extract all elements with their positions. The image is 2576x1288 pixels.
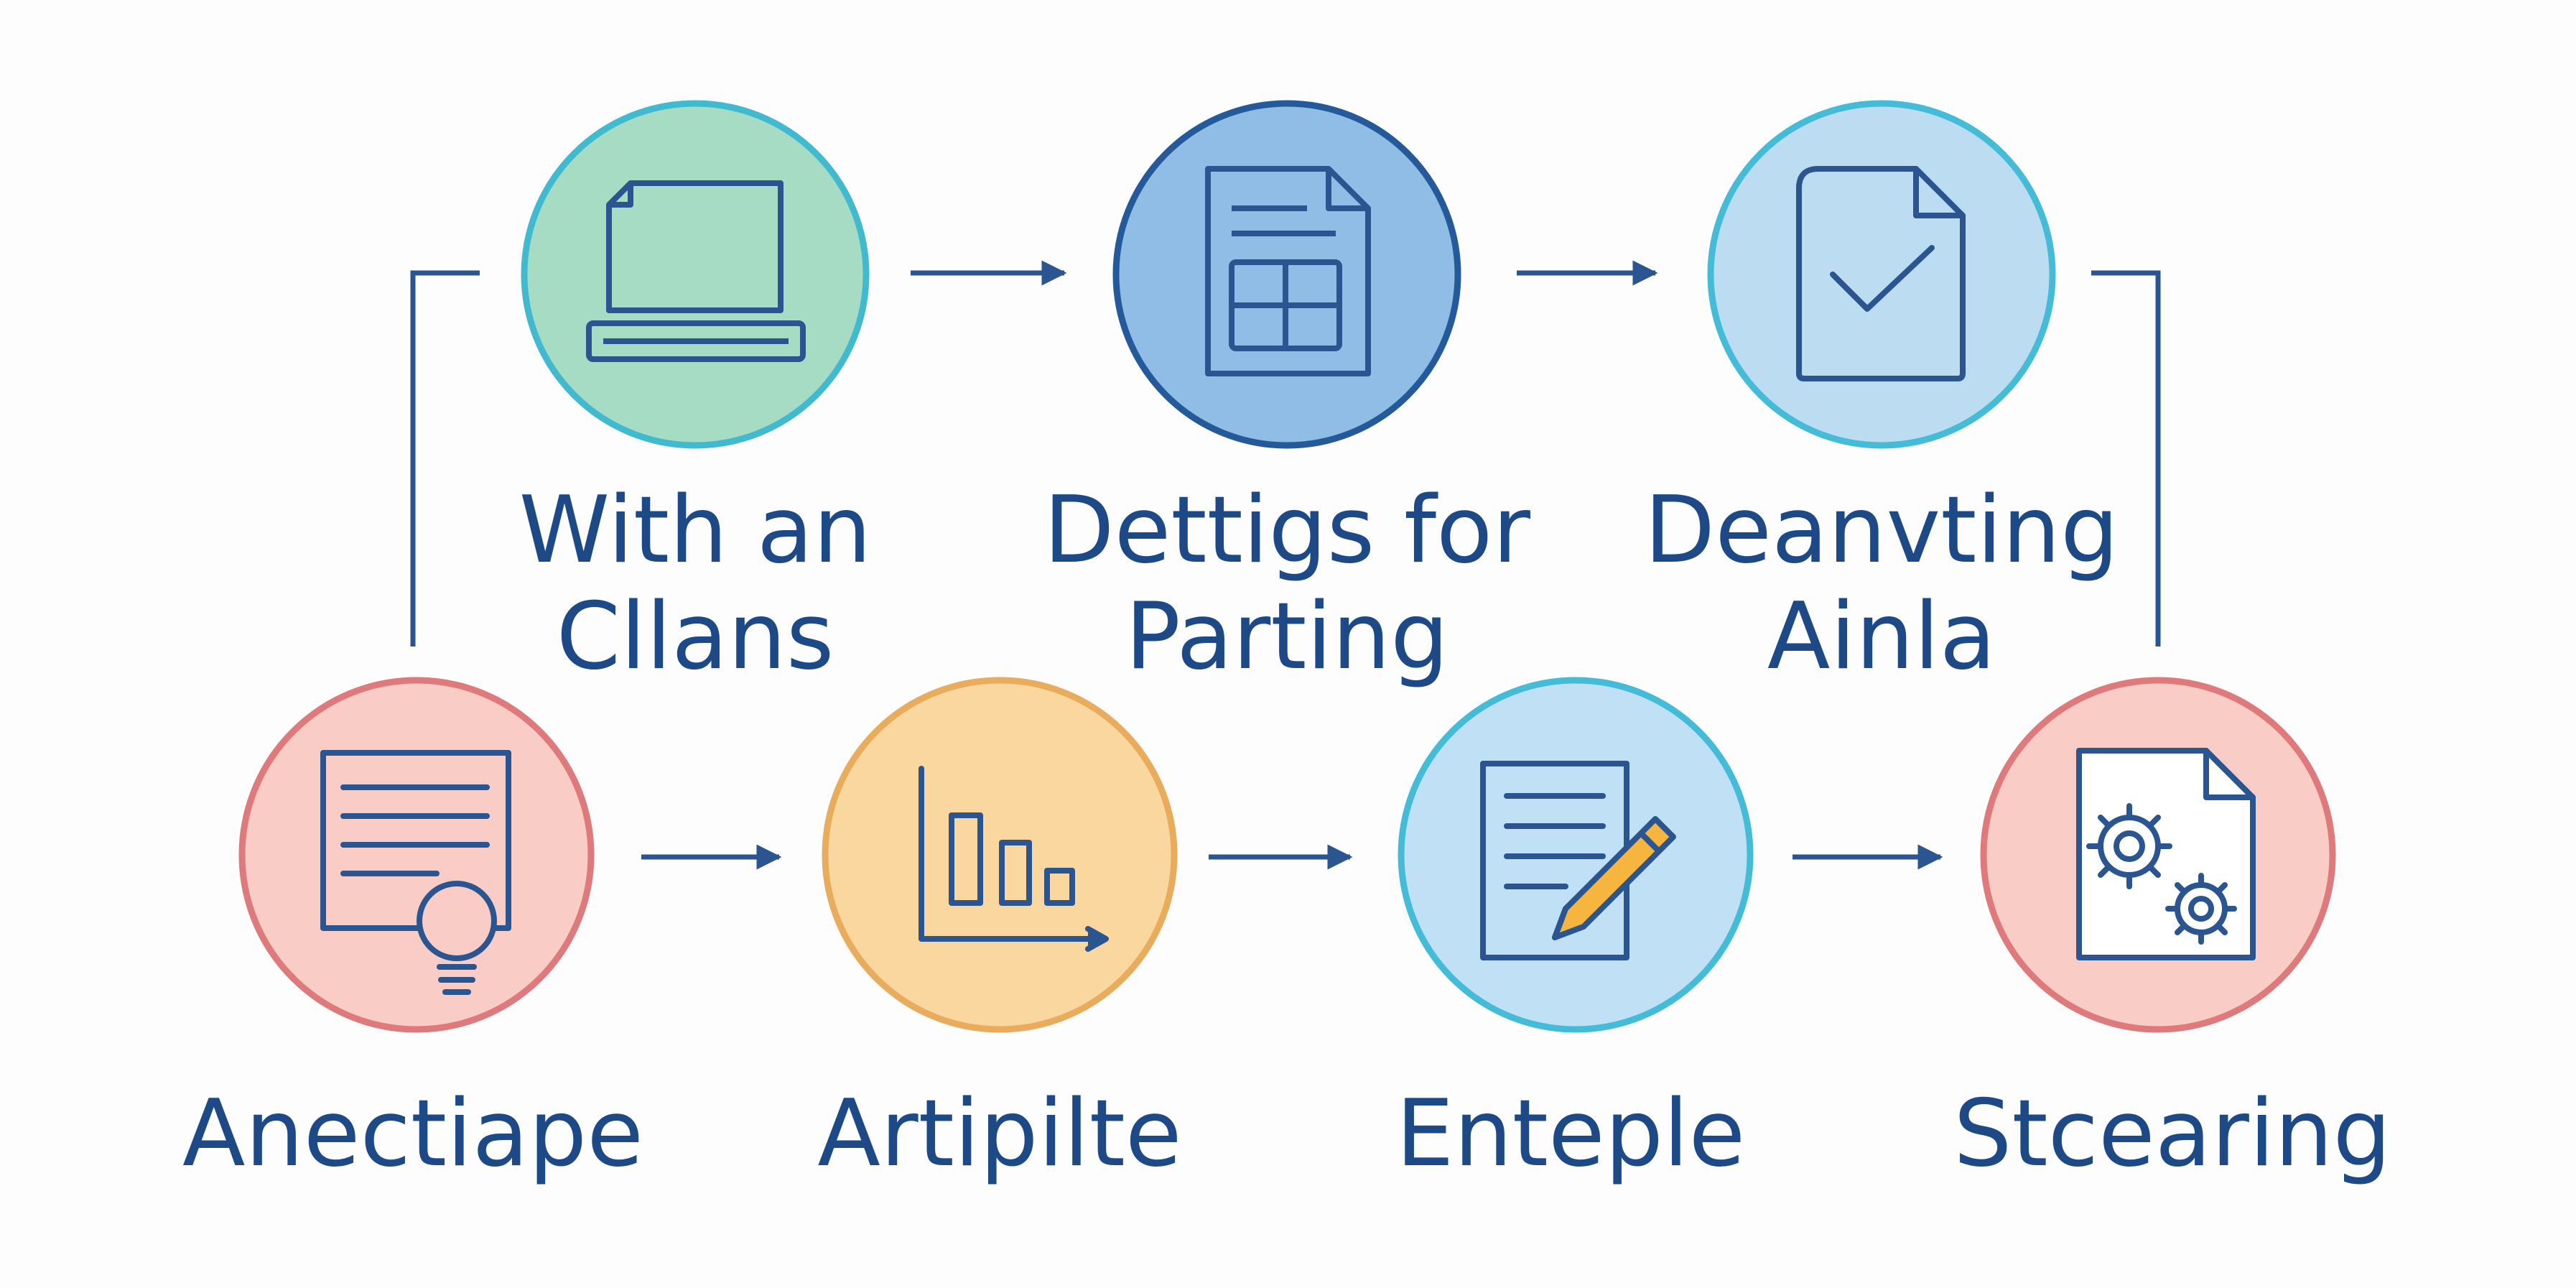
document-gears-icon bbox=[2076, 748, 2256, 960]
step-bottom-2 bbox=[822, 677, 1178, 1033]
step-circle bbox=[521, 100, 870, 449]
step-label-bottom-4: Stcearing bbox=[1953, 1081, 2391, 1187]
step-circle bbox=[238, 677, 595, 1033]
step-bottom-4 bbox=[1980, 677, 2336, 1033]
label-line: Enteple bbox=[1395, 1080, 1746, 1187]
connectors bbox=[410, 260, 2161, 870]
step-top-3 bbox=[1707, 100, 2056, 449]
label-line: Anectiape bbox=[182, 1080, 643, 1187]
step-label-bottom-3: Enteple bbox=[1396, 1081, 1746, 1187]
left-bracket-connector bbox=[410, 270, 480, 647]
label-line: Deanvting bbox=[1644, 477, 2119, 584]
label-line: Stcearing bbox=[1953, 1080, 2391, 1187]
label-line: Cllans bbox=[556, 583, 834, 690]
label-line: Parting bbox=[1125, 583, 1449, 690]
bar-chart-icon bbox=[919, 766, 1109, 952]
label-line: Artipilte bbox=[817, 1080, 1182, 1187]
printer-icon bbox=[586, 180, 806, 362]
step-label-top-2: Dettigs for Parting bbox=[1043, 478, 1530, 690]
step-bottom-3 bbox=[1398, 677, 1754, 1033]
document-pencil-icon bbox=[1480, 761, 1676, 960]
label-line: Dettigs for bbox=[1043, 477, 1530, 584]
checked-document-icon bbox=[1796, 166, 1966, 381]
spreadsheet-document-icon bbox=[1205, 166, 1371, 376]
step-label-top-3: Deanvting Ainla bbox=[1645, 478, 2119, 690]
label-line: Ainla bbox=[1767, 583, 1996, 690]
step-label-bottom-2: Artipilte bbox=[817, 1081, 1181, 1187]
right-bracket-connector bbox=[2091, 270, 2161, 647]
label-line: With an bbox=[519, 477, 872, 584]
step-label-bottom-1: Anectiape bbox=[182, 1081, 643, 1187]
document-lightbulb-icon bbox=[320, 750, 511, 995]
step-top-2 bbox=[1112, 100, 1461, 449]
step-circle bbox=[1707, 100, 2056, 449]
step-label-top-1: With an Cllans bbox=[519, 478, 872, 690]
step-bottom-1 bbox=[238, 677, 595, 1033]
step-top-1 bbox=[521, 100, 870, 449]
